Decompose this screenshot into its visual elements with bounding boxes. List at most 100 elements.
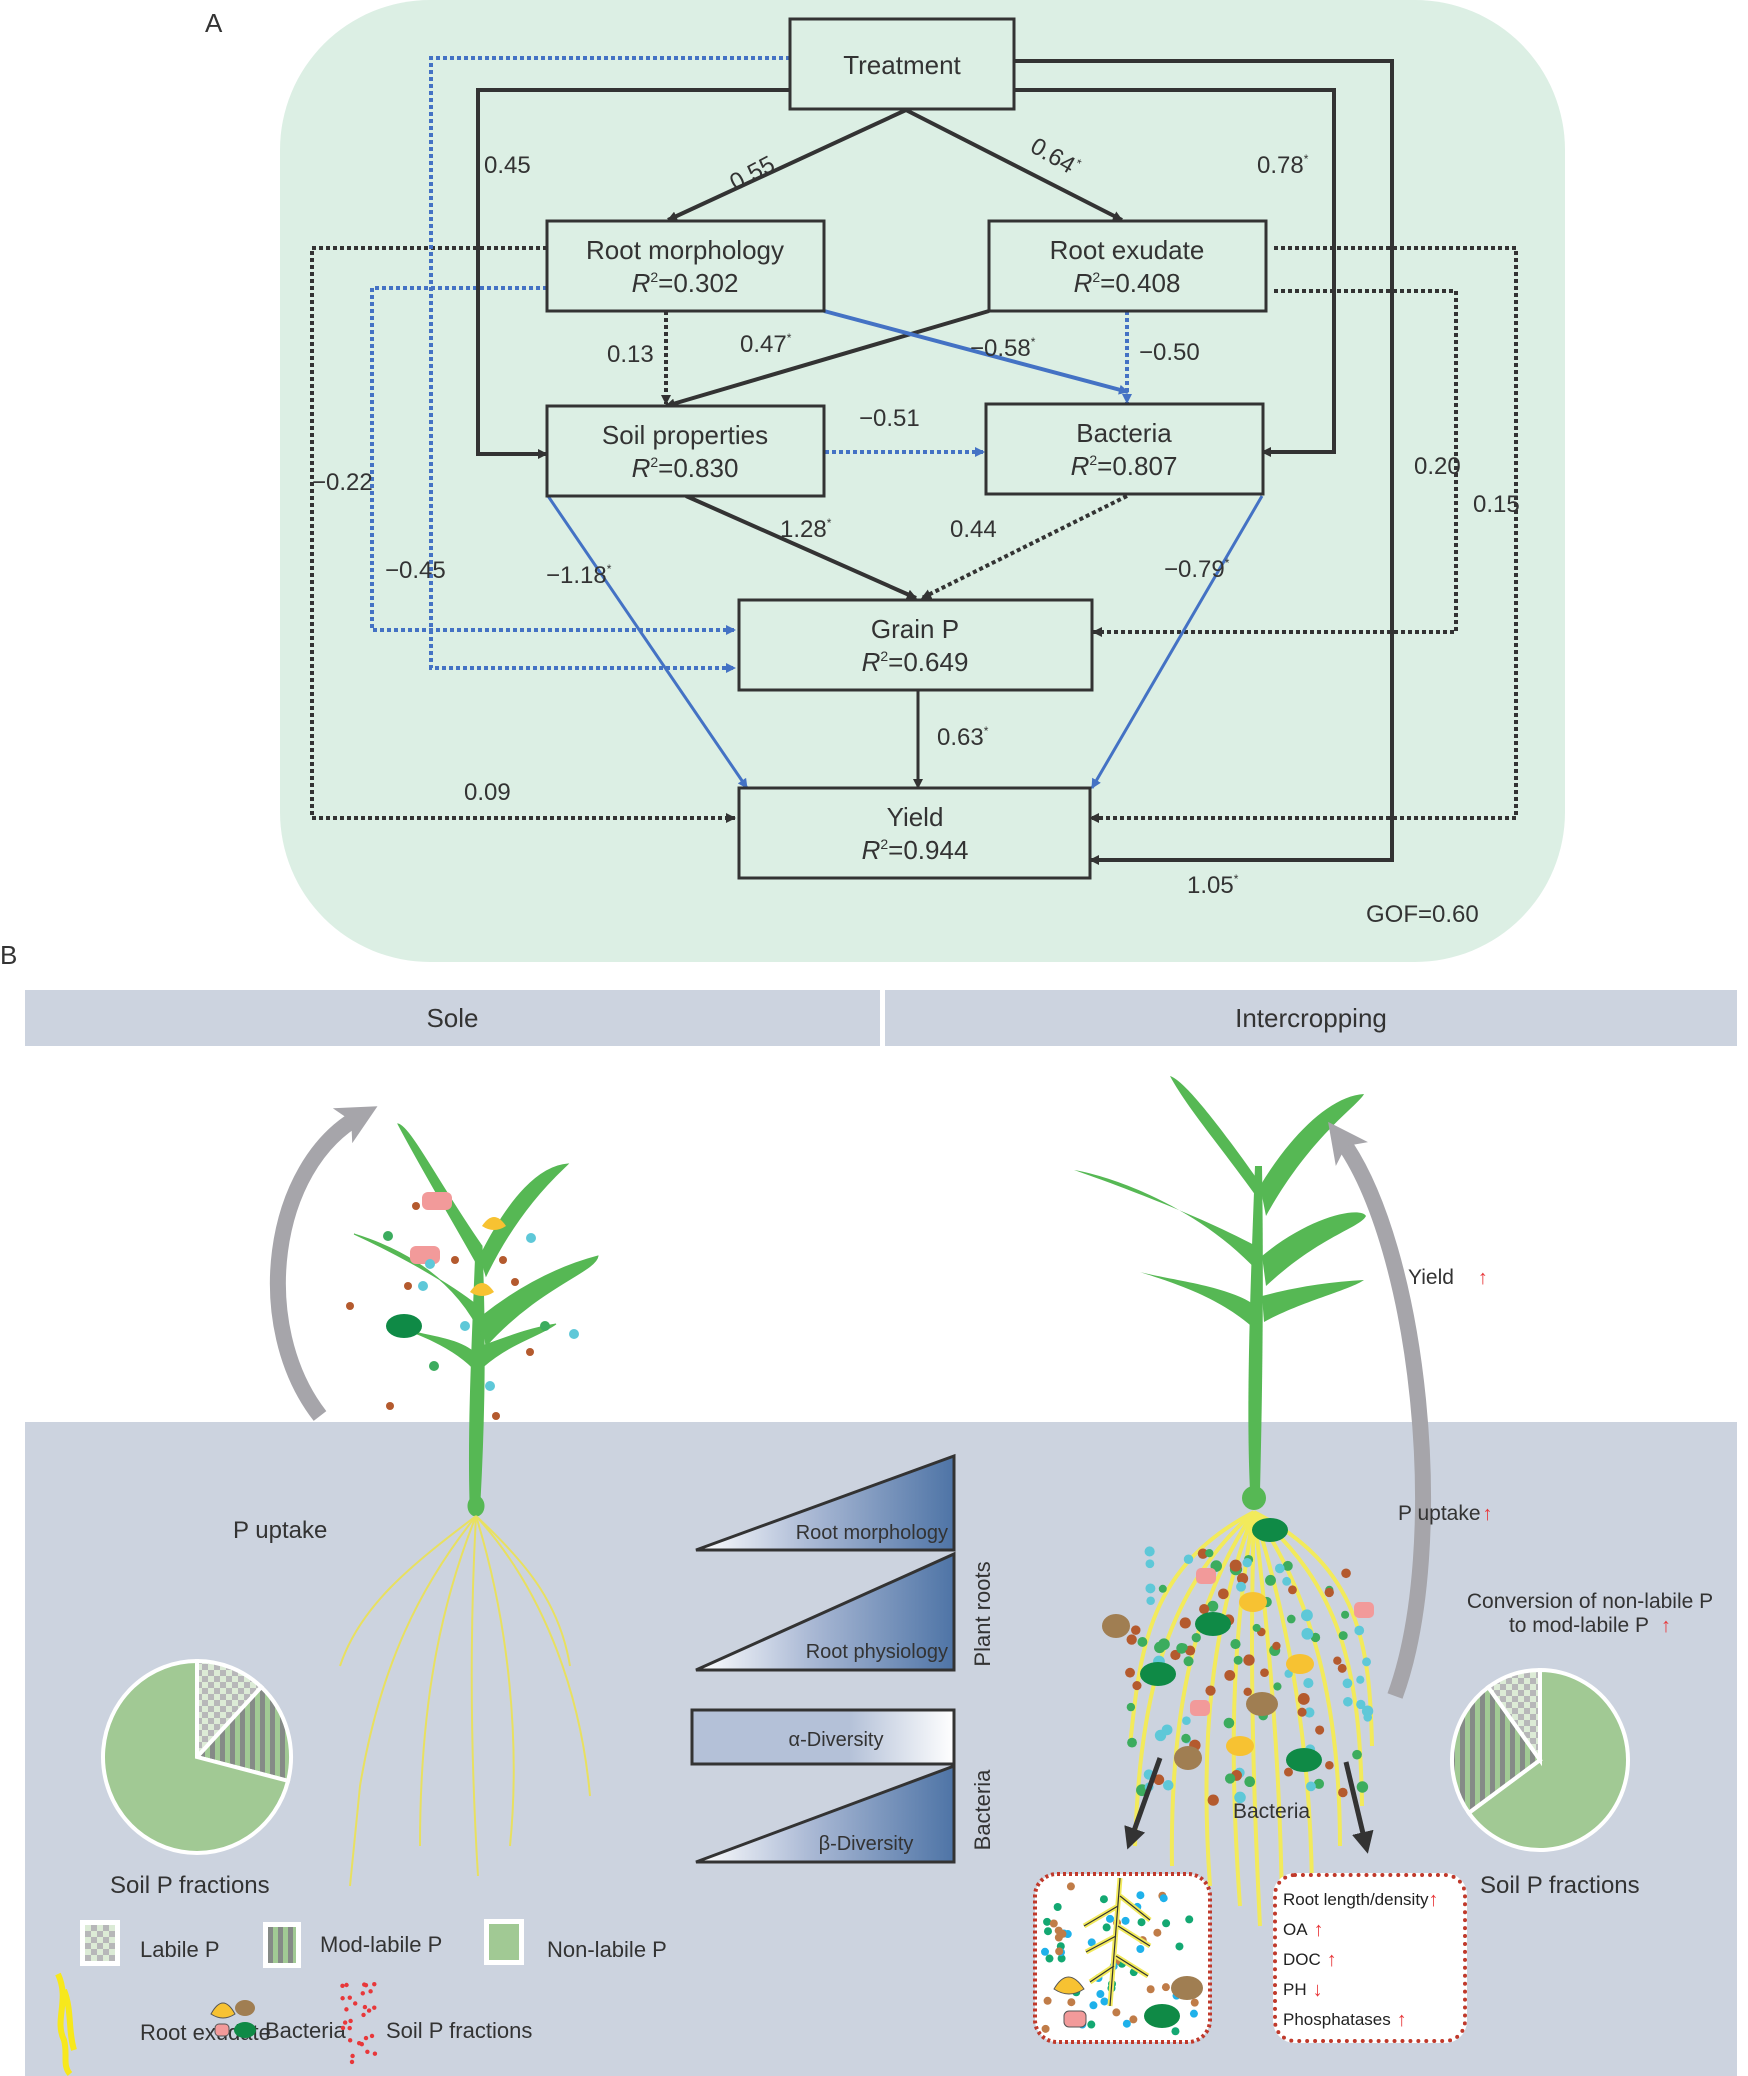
gradient-beta-diversity-wedge (695, 1763, 956, 1864)
soil-p-dot (1229, 1559, 1242, 1572)
inset-dot (1171, 2027, 1180, 2036)
soil-p-dot (1183, 1554, 1194, 1564)
bacteria-cell-icon (1174, 1746, 1202, 1770)
soil-p-dot (1243, 1654, 1255, 1666)
legend-non-labile-label: Non-labile P (547, 1937, 667, 1962)
inset-dot (1043, 1927, 1052, 1936)
soil-p-dot (1170, 1649, 1181, 1661)
soil-p-dot (1207, 1600, 1219, 1612)
node-treatment: Treatment (788, 17, 1016, 111)
node-yield: Yield R2=0.944 (737, 786, 1092, 880)
inset-dot (1122, 2019, 1131, 2028)
soil-p-dot (1337, 1663, 1347, 1673)
soil-p-dot (369, 2033, 375, 2039)
soil-p-dot (1286, 1614, 1296, 1624)
soil-p-dot (1183, 1656, 1194, 1667)
soil-p-dot (1356, 1781, 1369, 1793)
bacteria-cell-icon (1196, 1568, 1216, 1584)
soil-p-dot (1301, 1609, 1313, 1622)
p-uptake-label: P uptake (1398, 1502, 1481, 1525)
bacteria-cell-icon (1286, 1654, 1314, 1674)
sole-p-uptake-label: P uptake (233, 1517, 328, 1544)
node-bacteria: Bacteria R2=0.807 (984, 402, 1265, 496)
sole-pie-label: Soil P fractions (110, 1872, 270, 1899)
soil-p-dot (1181, 1733, 1191, 1743)
node-bacteria-label: Bacteria (1076, 418, 1172, 448)
soil-p-dot (1127, 1737, 1137, 1748)
arrow-up-icon: ↑ (1326, 1948, 1337, 1971)
sole-roots-icon (339, 1515, 591, 1887)
soil-p-dot (1223, 1717, 1235, 1729)
path-rootexudate-grainp (1092, 289, 1458, 637)
path-treatment-soil (476, 88, 790, 459)
soil-p-dot (340, 2025, 346, 2031)
soil-p-dot (1197, 1548, 1209, 1559)
soil-p-dot (372, 1981, 377, 1987)
sole-pie-chart-svg (101, 1658, 293, 1855)
effect-label: PH (1283, 1980, 1307, 1999)
path-treatment-grainp (429, 56, 790, 673)
intercropping-pie-label: Soil P fractions (1480, 1872, 1640, 1899)
soil-p-dot (1341, 1568, 1351, 1579)
inset-dot (1112, 2008, 1121, 2017)
coef-bacteria-grainp: 0.44 (950, 516, 997, 543)
panel-b-label: B (0, 940, 18, 970)
soil-p-dot (1352, 1749, 1362, 1760)
soil-p-dot (1297, 1693, 1310, 1705)
soil-p-dot (1218, 1588, 1229, 1600)
soil-p-dot (340, 1983, 345, 1989)
inset-dot (1137, 1918, 1146, 1927)
inset-dot (1053, 1903, 1062, 1912)
inset-dot (1190, 1998, 1199, 2007)
soil-p-dot (1354, 1625, 1365, 1636)
gradient-root-morphology-wedge (695, 1453, 956, 1552)
soil-p-dot (1252, 1623, 1261, 1632)
soil-p-dot (1342, 1678, 1353, 1689)
path-rootmorph-grainp (370, 286, 736, 635)
soil-p-dot (363, 1982, 369, 1988)
soil-p-dot (1297, 1707, 1307, 1717)
soil-p-dot (1313, 1778, 1325, 1789)
soil-p-dot (1288, 1585, 1297, 1595)
soil-p-dot (1315, 1725, 1325, 1735)
soil-p-dot (1356, 1675, 1365, 1684)
coef-treatment-grainp: −0.45 (385, 557, 446, 584)
soil-p-dot (1126, 1634, 1137, 1645)
path-treatment-rootexudate (905, 108, 1123, 222)
arrow-up-icon: ↑ (1396, 2008, 1407, 2031)
soil-p-dot (1162, 1780, 1174, 1791)
soil-p-dot (1303, 1678, 1314, 1689)
soil-p-dot (347, 2025, 352, 2031)
yield-increase-label: Yield↑ (1408, 1266, 1488, 1290)
soil-p-dot (1207, 1794, 1219, 1806)
soil-p-dot (1132, 1681, 1142, 1691)
legend-mod-labile-swatch (263, 1922, 301, 1968)
inset-dot (1058, 1929, 1067, 1938)
effect-row: PH↓ (1283, 1975, 1457, 2005)
arrow-to-rhizosphere-inset (1124, 1757, 1163, 1850)
soil-p-dot (368, 1989, 373, 1994)
inset-dot (1066, 1882, 1075, 1891)
node-root-exudate-label: Root exudate (1050, 235, 1205, 265)
arrow-up-icon: ↑ (1428, 1888, 1439, 1911)
node-soil-properties: Soil properties R2=0.830 (545, 404, 826, 498)
soil-p-dot (1145, 1583, 1156, 1594)
soil-p-dot (1182, 1716, 1191, 1726)
inset-dot (1121, 1916, 1130, 1925)
pie-slice-non-labile-p (101, 1658, 291, 1855)
soil-p-dot (360, 1991, 365, 1996)
soil-p-dot (1236, 1581, 1247, 1592)
path-treatment-bacteria (1014, 88, 1336, 457)
pie-slice-mod-labile-p (193, 1684, 293, 1784)
soil-p-dot (350, 2053, 355, 2059)
soil-p-dot (1260, 1668, 1269, 1678)
inset-dot (1099, 1895, 1108, 1904)
group-plant-roots-label: Plant roots (970, 1561, 995, 1666)
panel-a-label: A (205, 8, 223, 38)
inset-dot (1087, 2020, 1096, 2029)
coef-rootmorph-bacteria: −0.58* (970, 335, 1036, 362)
soil-p-dot (1126, 1702, 1136, 1712)
inset-dot (1049, 1919, 1058, 1928)
header-sole: Sole (25, 990, 880, 1046)
soil-p-dot (1265, 1574, 1276, 1586)
